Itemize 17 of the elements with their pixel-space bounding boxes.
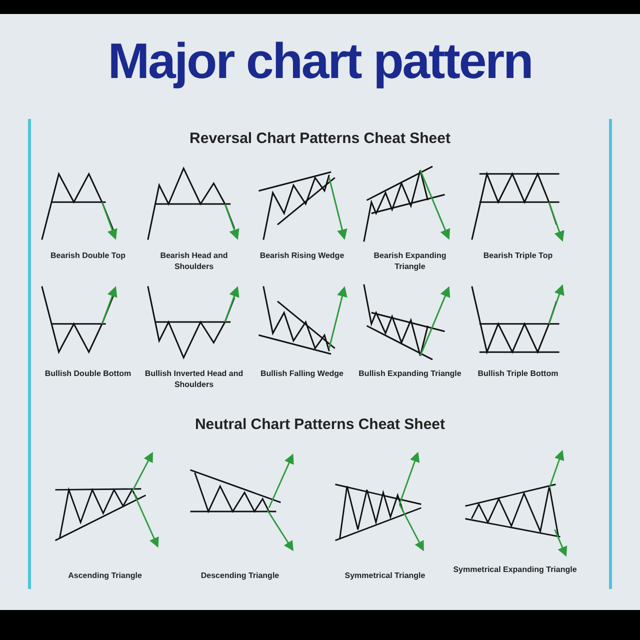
pattern-name: Bullish Inverted Head and Shoulders [144, 368, 244, 390]
pattern-name: Bullish Double Bottom [44, 368, 132, 379]
section-heading: Reversal Chart Patterns Cheat Sheet [188, 130, 452, 147]
pattern-name: Symmetrical Triangle [344, 570, 426, 581]
pattern-name: Bearish Triple Top [482, 250, 554, 261]
pattern-name: Bullish Falling Wedge [260, 368, 344, 379]
pattern-name: Bearish Head and Shoulders [159, 250, 229, 272]
pattern-name: Bearish Expanding Triangle [372, 250, 448, 272]
pattern-name: Bullish Expanding Triangle [358, 368, 462, 379]
pattern-name: Symmetrical Expanding Triangle [452, 564, 578, 575]
pattern-name: Descending Triangle [200, 570, 280, 581]
section-heading: Neutral Chart Patterns Cheat Sheet [194, 416, 446, 433]
pattern-name: Bearish Double Top [50, 250, 126, 261]
pattern-name: Bearish Rising Wedge [258, 250, 346, 261]
pattern-name: Ascending Triangle [67, 570, 143, 581]
pattern-name: Bullish Triple Bottom [476, 368, 560, 379]
page-title: Major chart pattern [106, 32, 534, 90]
